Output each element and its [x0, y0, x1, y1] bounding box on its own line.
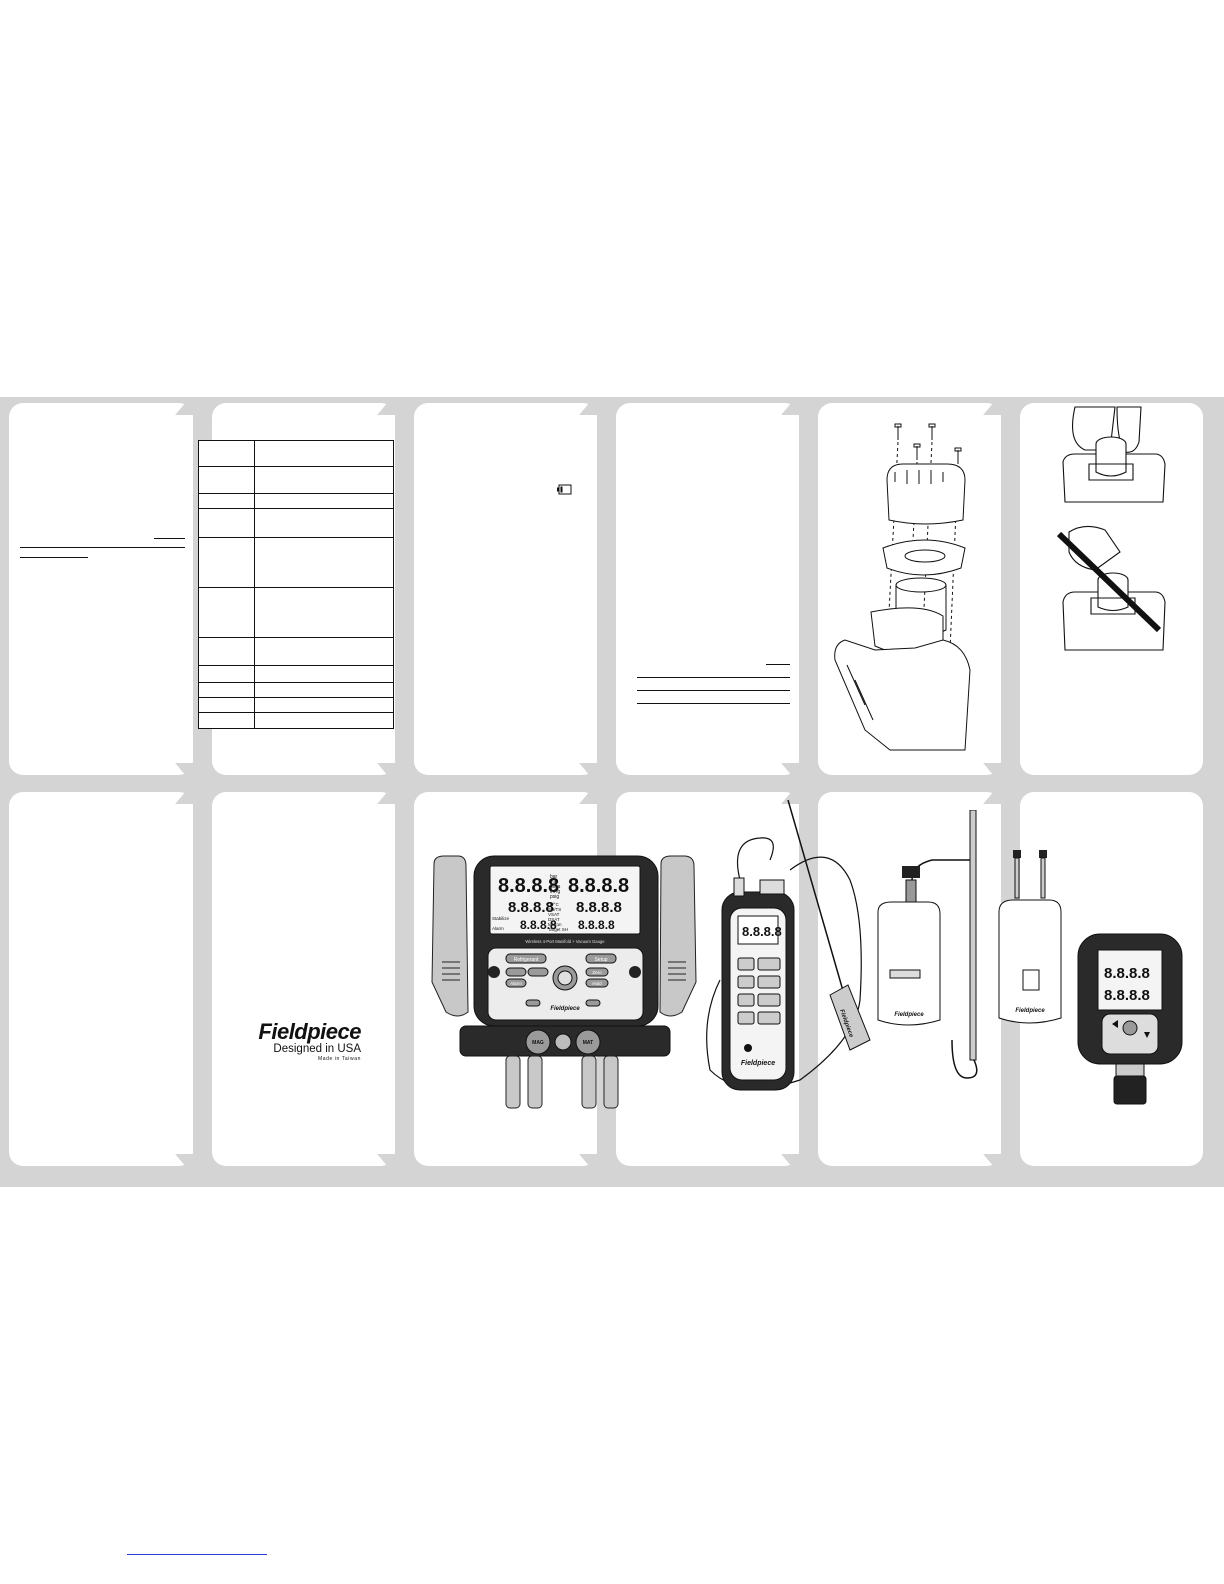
manifold-button-label: Alarm	[510, 981, 522, 986]
table-row	[198, 682, 394, 698]
underline-rule	[20, 547, 185, 548]
underline-rule	[637, 690, 790, 691]
underline-rule	[20, 557, 88, 558]
dual-port-probe-illustration: Fieldpiece	[998, 850, 1062, 1024]
manifold-temp-label: VSAT	[548, 912, 560, 917]
temperature-probe-meter-illustration: Fieldpiece 8.8.8.8 Fieldpiece	[706, 800, 871, 1091]
table-row	[198, 537, 394, 588]
underline-rule	[154, 538, 185, 539]
table-row	[198, 440, 394, 467]
manifold-lcd-low-right: 8.8.8.8	[578, 918, 615, 932]
table-row	[198, 712, 394, 729]
table-row	[198, 508, 394, 538]
panel-bottom-2	[212, 792, 395, 1166]
screw-icon	[894, 423, 962, 464]
fold-out-sheet	[0, 397, 1224, 1187]
vacuum-lcd-bottom: 8.8.8.8	[1104, 987, 1150, 1004]
table-row	[198, 637, 394, 666]
specifications-table	[198, 440, 394, 729]
underline-rule	[637, 703, 790, 704]
brand-block: Fieldpiece Designed in USA Made in Taiwa…	[246, 1021, 361, 1063]
manifold-button-label: Setup	[594, 957, 607, 963]
manifold-unit-label: MPa	[550, 884, 561, 890]
table-row	[198, 665, 394, 683]
airflow-logo: Fieldpiece	[894, 1012, 924, 1018]
manifold-button-label: Refrigerant	[514, 957, 539, 963]
footer-link-underline[interactable]	[127, 1554, 267, 1555]
manifold-temp-label: °F/°C	[548, 902, 560, 907]
manifold-temp-label: SH/TS	[548, 907, 561, 912]
panel-bottom-1	[9, 792, 193, 1166]
table-row	[198, 697, 394, 713]
manifold-lcd-left: 8.8.8.8	[498, 875, 559, 897]
panel-top-3	[414, 403, 597, 775]
manifold-unit-label: psig	[550, 894, 559, 900]
probe-logo: Fieldpiece	[741, 1060, 775, 1067]
manifold-lcd-low-left: 8.8.8.8	[520, 918, 557, 932]
valve-right-label: MAT	[583, 1040, 593, 1046]
panel-top-1	[9, 403, 193, 775]
table-row	[198, 466, 394, 494]
manifold-title-band: Wireless 4-Port Manifold + Vacuum Gauge	[525, 939, 605, 944]
manifold-temp-label: DSAT	[548, 917, 560, 922]
underline-rule	[637, 677, 790, 678]
wireless-manifold-illustration: 8.8.8.8 8.8.8.8 8.8.8.8 8.8.8.8 8.8.8.8 …	[431, 855, 697, 1109]
probe-lcd: 8.8.8.8	[742, 924, 782, 939]
manifold-lcd-mid-right: 8.8.8.8	[576, 899, 622, 916]
manifold-unit-label: bar	[550, 874, 558, 880]
brand-tagline: Designed in USA	[273, 1043, 361, 1055]
table-row	[198, 587, 394, 638]
battery-low-icon	[557, 484, 572, 495]
manifold-logo: Fieldpiece	[550, 1006, 580, 1012]
manifold-button-label: Hold	[592, 981, 602, 986]
underline-rule	[766, 664, 790, 665]
vacuum-lcd-top: 8.8.8.8	[1104, 965, 1150, 982]
manifold-lcd-right: 8.8.8.8	[568, 875, 629, 897]
manifold-lcd-mid-left: 8.8.8.8	[508, 899, 554, 916]
exploded-assembly-illustration	[834, 423, 971, 751]
airflow-probe-illustration: Fieldpiece	[877, 810, 978, 1079]
panel-top-4	[616, 403, 799, 775]
dual-port-logo: Fieldpiece	[1015, 1008, 1045, 1014]
manifold-mode-label: Stabilize	[492, 916, 510, 921]
table-row	[198, 493, 394, 509]
manifold-mode-label: Micron	[548, 922, 562, 927]
manifold-button-label: Zero	[592, 970, 602, 975]
valve-left-label: MAG	[532, 1040, 544, 1046]
fieldpiece-logo: Fieldpiece	[258, 1019, 361, 1044]
manifold-unit-label: inHg	[550, 889, 561, 895]
vacuum-gauge-illustration: 8.8.8.8 8.8.8.8	[1077, 933, 1183, 1105]
manifold-mode-label: Target SH	[548, 927, 568, 932]
manifold-mode-label: Alarm	[492, 926, 504, 931]
manifold-unit-label: Pa	[550, 879, 556, 885]
made-in-label: Made in Taiwan	[317, 1056, 361, 1062]
probe-install-illustration	[1056, 406, 1166, 651]
prohibited-strike-icon	[1056, 531, 1162, 633]
